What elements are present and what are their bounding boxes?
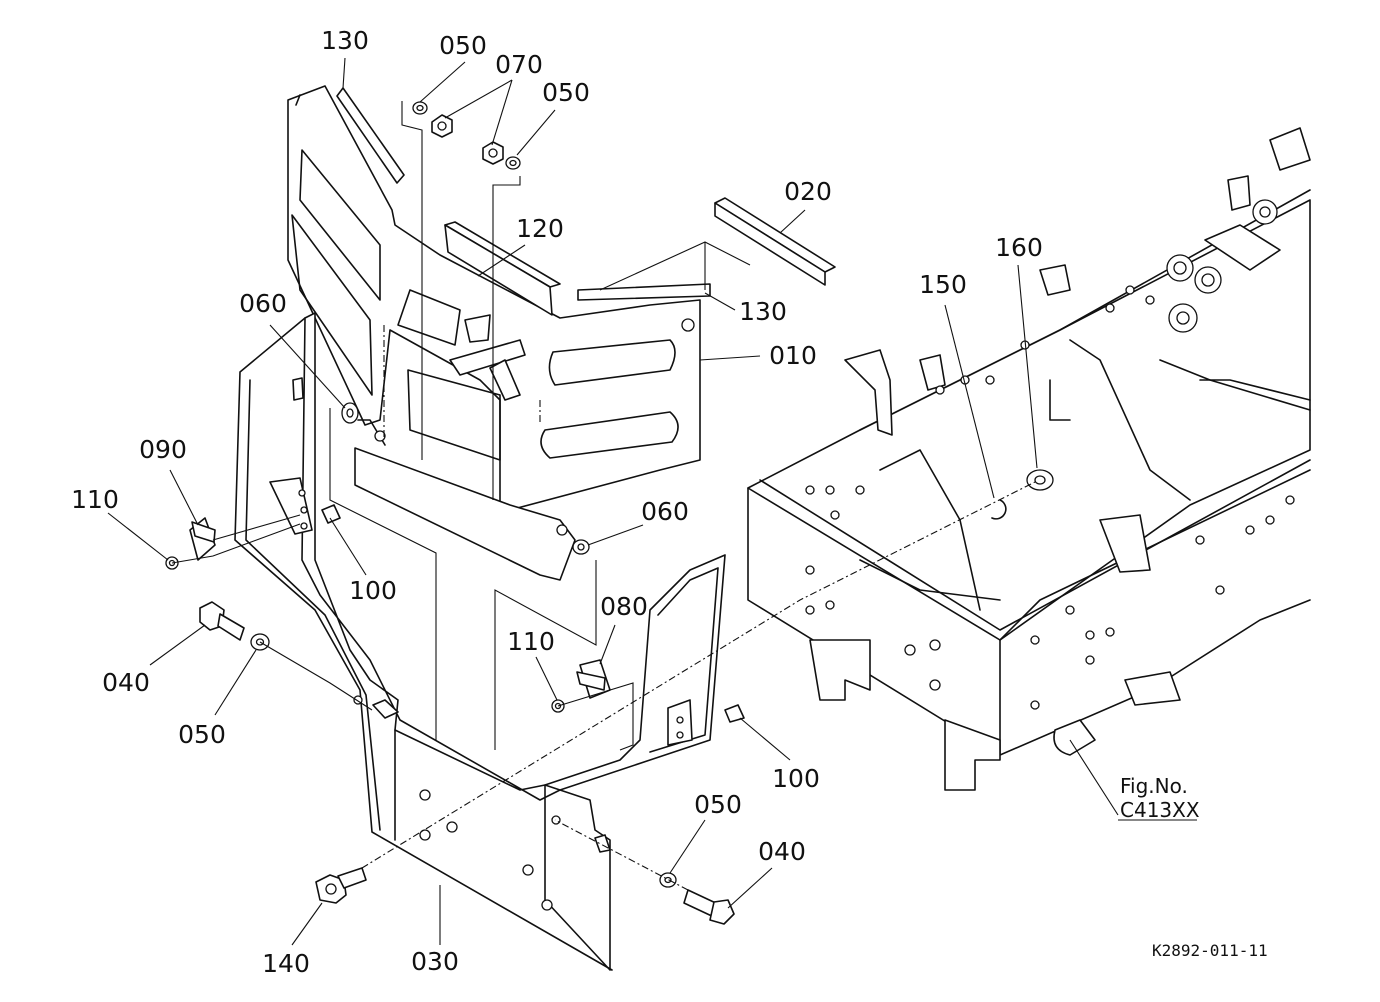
callout-100-left: 100 [349,576,397,605]
callout-140: 140 [262,949,310,978]
callout-120: 120 [516,214,564,243]
figure-ref-code: C413XX [1120,798,1200,822]
callout-030: 030 [411,947,459,976]
callout-150: 150 [919,270,967,299]
callout-060-right: 060 [641,497,689,526]
callout-020: 020 [784,177,832,206]
callout-040-left: 040 [102,668,150,697]
figure-ref-label: Fig.No. [1120,774,1188,798]
clip-brackets [189,377,611,699]
callout-060-left: 060 [239,289,287,318]
drawing-id: K2892-011-11 [1152,941,1268,960]
callout-110-right: 110 [507,627,555,656]
callout-050-bottom-right: 050 [694,790,742,819]
callout-050-top-left: 050 [439,31,487,60]
callout-110-left: 110 [71,485,119,514]
upper-cover-panel [287,85,701,581]
callout-130-top: 130 [321,26,369,55]
seal-strips [336,87,836,316]
callout-050-top-right: 050 [542,78,590,107]
callout-010: 010 [769,341,817,370]
callout-090: 090 [139,435,187,464]
tractor-frame [747,127,1311,791]
callout-070: 070 [495,50,543,79]
callout-labels: 130 050 070 050 020 120 130 010 160 150 … [71,26,1043,978]
callout-050-left: 050 [178,720,226,749]
figure-reference: Fig.No. C413XX [1120,774,1200,822]
callout-160: 160 [995,233,1043,262]
callout-040-right: 040 [758,837,806,866]
callout-080: 080 [600,592,648,621]
callout-100-right: 100 [772,764,820,793]
fasteners [165,101,745,925]
callout-130-right: 130 [739,297,787,326]
front-lower-panel [234,312,726,971]
leader-lines [107,57,1197,946]
